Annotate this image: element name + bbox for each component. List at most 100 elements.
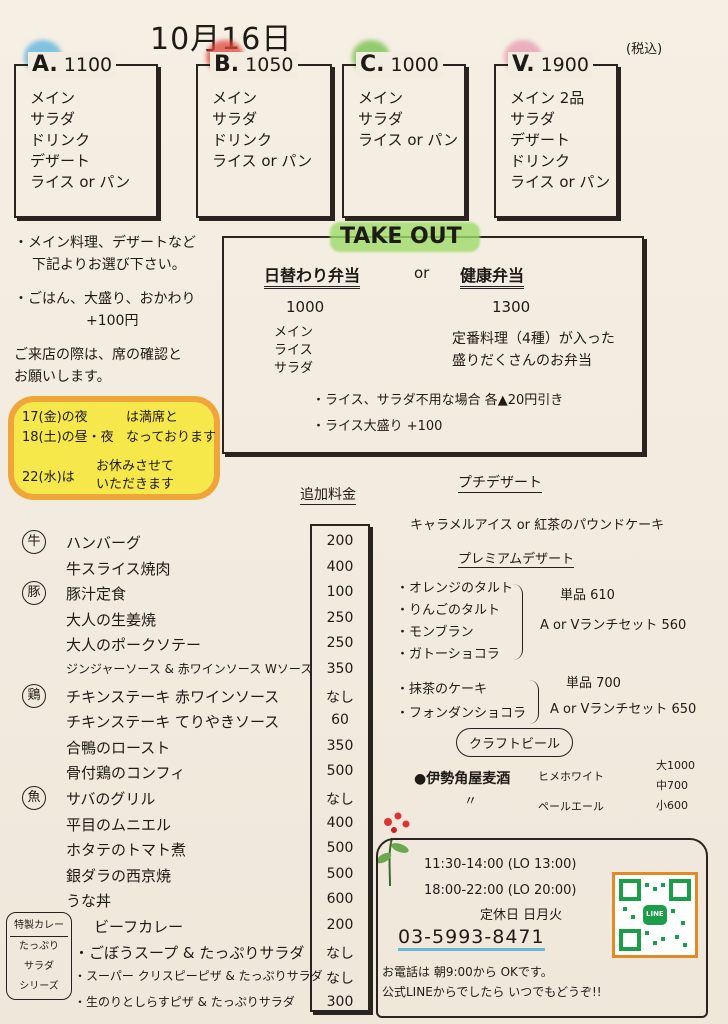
menu-item-price: 350: [326, 737, 354, 754]
category-marker: 鶏: [22, 683, 46, 708]
set-price: 1050: [245, 54, 294, 76]
bento2-price: 1300: [492, 298, 531, 316]
set-menu-header: A.1100: [28, 52, 117, 77]
set-price: 1000: [390, 54, 439, 76]
set-item: サラダ: [30, 110, 76, 128]
craft-beer-title: クラフトビール: [456, 728, 574, 757]
info-notes: お電話は 朝9:00から OKです。 公式LINEからでしたら いつでもどうぞ!…: [382, 962, 602, 1002]
tax-note: (税込): [626, 42, 663, 57]
beer-brewery: ●伊勢角屋麦酒: [414, 771, 511, 787]
dessert-group-1: ・オレンジのタルト ・りんごのタルト ・モンブラン ・ガトーショコラ: [396, 578, 513, 666]
notice-full-1: は満席と: [126, 410, 179, 425]
menu-item-name: サバのグリル: [66, 790, 156, 808]
menu-item-price: 200: [326, 917, 354, 933]
hours-dinner: 18:00-22:00 (LO 20:00): [424, 883, 577, 898]
notice-closed: お休みさせて いただきます: [96, 458, 174, 494]
takeout-title: TAKE OUT: [340, 224, 462, 249]
info-note-line: 公式LINEからでしたら いつでもどうぞ!!: [382, 985, 602, 999]
note-reservation-2: お願いします。: [14, 369, 111, 385]
takeout-note-1: ・ライス、サラダ不用な場合 各▲20円引き: [312, 393, 564, 408]
menu-item-price: なし: [326, 971, 354, 988]
menu-item-price: 500: [326, 865, 354, 882]
bento1-item: メイン: [274, 325, 314, 340]
dessert-item: ・オレンジのタルト: [396, 581, 514, 596]
menu-item-name: ハンバーグ: [66, 534, 142, 552]
line-qr-code[interactable]: LINE: [612, 872, 698, 958]
notes-block: ・メイン料理、デザートなど 下記よりお選び下さい。 ・ごはん、大盛り、おかわり …: [14, 232, 196, 388]
dessert-item: ・りんごのタルト: [396, 603, 501, 618]
menu-item-price: 250: [326, 635, 354, 652]
menu-item-price: なし: [326, 689, 354, 706]
dessert-group2-set: A or Vランチセット 650: [550, 702, 697, 717]
set-item: メイン: [212, 89, 258, 107]
set-item: サラダ: [510, 110, 556, 128]
premium-dessert-title: プレミアムデザート: [458, 548, 575, 568]
beer-type-1: ヒメホワイト: [538, 770, 604, 783]
takeout-notes: ・ライス、サラダ不用な場合 各▲20円引き ・ライス大盛り +100: [312, 388, 563, 440]
menu-item-name: ・スーパー クリスピーピザ & たっぷりサラダ: [74, 969, 323, 984]
petit-dessert-items: キャラメルアイス or 紅茶のパウンドケーキ: [410, 518, 665, 533]
dessert-item: ・モンブラン: [396, 625, 474, 640]
bento1-price: 1000: [286, 298, 325, 316]
extra-charge-label: 追加料金: [300, 484, 356, 505]
beer-ditto-mark: 〃: [464, 794, 478, 809]
dessert-brace-1: [510, 584, 523, 660]
notice-closed-2: いただきます: [96, 477, 175, 492]
menu-item-name: 牛スライス焼肉: [66, 559, 171, 578]
set-items: メイン 2品サラダデザートドリンクライス or パン: [510, 88, 610, 193]
notice-closed-1: お休みさせて: [96, 459, 175, 474]
special-label-box: [6, 912, 72, 1000]
set-letter: B.: [214, 52, 240, 77]
dessert-group2-single: 単品 700: [566, 676, 621, 691]
menu-item-name: ホタテのトマト煮: [66, 841, 187, 860]
menu-item-name: 銀ダラの西京焼: [66, 866, 172, 885]
special-label-2: たっぷり: [19, 941, 59, 952]
set-letter: V.: [512, 52, 535, 77]
category-marker: 豚: [22, 581, 46, 606]
dessert-item: ・ガトーショコラ: [396, 647, 500, 662]
set-item: ライス or パン: [358, 131, 459, 149]
set-item: メイン: [30, 89, 76, 107]
phone-number[interactable]: 03-5993-8471: [398, 926, 545, 951]
menu-item-name: チキンステーキ てりやきソース: [66, 713, 280, 732]
bento-or: or: [414, 264, 430, 282]
set-item: デザート: [30, 152, 91, 170]
set-letter: C.: [360, 52, 385, 77]
notice-sat: 18(土)の昼・夜: [22, 430, 114, 445]
bento2-desc: 定番料理（4種）が入った 盛りだくさんのお弁当: [452, 328, 615, 372]
menu-item-price: 60: [331, 712, 349, 729]
menu-item-price: 400: [326, 814, 354, 831]
closed-days: 定休日 日月火: [480, 908, 563, 923]
bento1-items: メイン ライス サラダ: [274, 324, 313, 378]
set-item: ライス or パン: [510, 173, 611, 191]
beer-price-small: 小600: [656, 799, 688, 812]
qr-line-label: LINE: [646, 910, 664, 918]
note-reservation: ご来店の際は、席の確認と: [14, 347, 182, 363]
set-item: サラダ: [358, 110, 404, 128]
menu-item-price: なし: [326, 792, 354, 808]
menu-item-price: 500: [326, 763, 354, 780]
set-item: サラダ: [212, 110, 258, 128]
takeout-note-2: ・ライス大盛り +100: [312, 419, 443, 434]
bento2-name: 健康弁当: [460, 262, 525, 289]
menu-item-price: なし: [326, 945, 354, 962]
set-letter: A.: [32, 52, 58, 77]
menu-item-name: ジンジャーソース & 赤ワインソース Wソース: [66, 662, 313, 676]
special-label-4: シリーズ: [19, 981, 59, 992]
special-label-1: 特製カレー: [10, 916, 68, 937]
dessert-item: ・抹茶のケーキ: [396, 682, 488, 697]
beer-price-medium: 中700: [656, 779, 688, 792]
menu-item-name: ・ごぼうスープ & たっぷりサラダ: [74, 943, 305, 962]
set-item: メイン: [358, 89, 404, 107]
notice-full: は満席と なっております: [126, 408, 216, 448]
beer-prices: 大1000 中700 小600: [656, 756, 695, 816]
notice-fri: 17(金)の夜: [22, 410, 88, 425]
beer-price-large: 大1000: [656, 759, 695, 772]
menu-item-name: 豚汁定食: [66, 585, 127, 604]
dessert-group1-single: 単品 610: [560, 588, 615, 603]
bento1-item: ライス: [274, 343, 313, 358]
hours-block: 11:30-14:00 (LO 13:00) 18:00-22:00 (LO 2…: [424, 852, 577, 904]
category-marker: 牛: [22, 530, 46, 554]
set-item: ライス or パン: [212, 152, 313, 170]
